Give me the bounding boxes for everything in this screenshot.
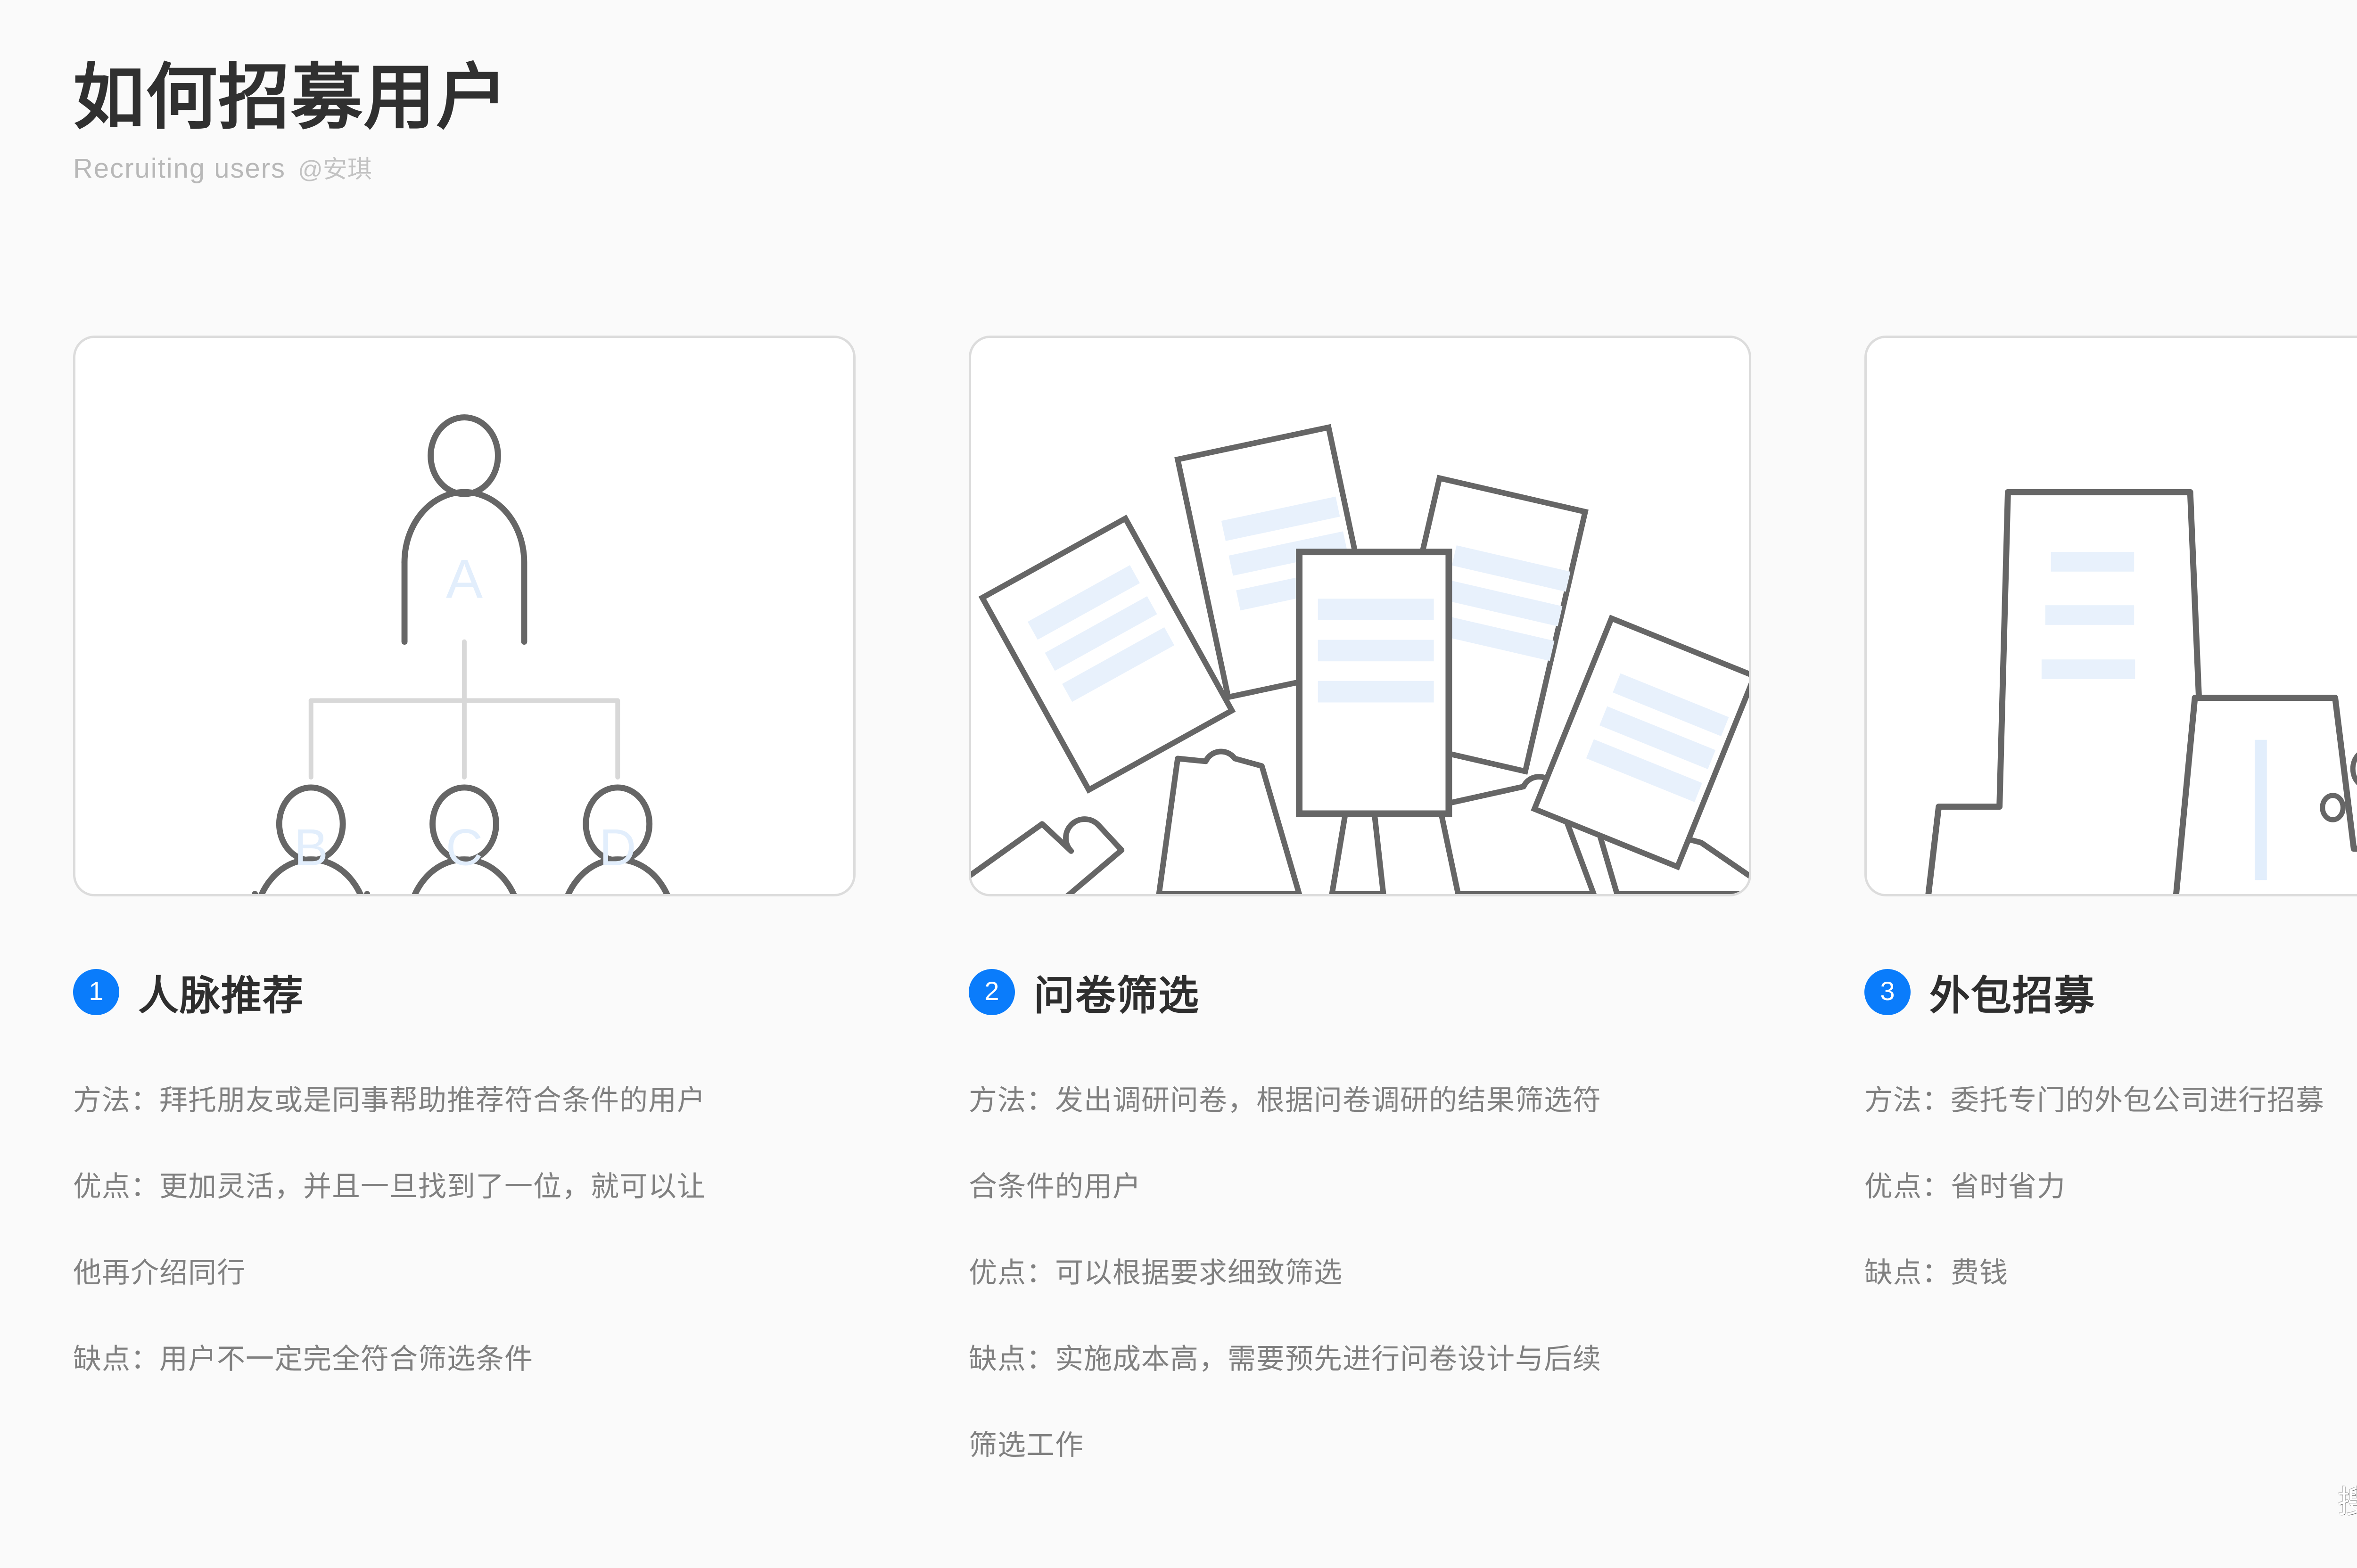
illustration-card-outsourced-recruiting: $: [1864, 336, 2357, 896]
step-badge-3: 3: [1864, 969, 1911, 1015]
body-line: 优点：更加灵活，并且一旦找到了一位，就可以让: [73, 1171, 706, 1202]
person-label-d: D: [599, 819, 636, 877]
hands-holding-questionnaires-illustration: [971, 424, 1749, 894]
subtitle-english: Recruiting users: [73, 153, 286, 184]
body-line: 优点：省时省力: [1864, 1171, 2066, 1202]
method-title-2: 问卷筛选: [1034, 973, 1200, 1018]
tree-connectors: [308, 639, 620, 780]
method-body-3: 方法：委托专门的外包公司进行招募 优点：省时省力 缺点：费钱: [1864, 1057, 2357, 1316]
method-column-1: A B: [73, 336, 856, 1488]
body-line: 优点：可以根据要求细致筛选: [969, 1257, 1343, 1289]
subtitle-author: @安琪: [298, 156, 372, 183]
method-heading-3: 3 外包招募: [1864, 962, 2357, 1021]
short-building-icon: [2173, 695, 2357, 894]
page-title: 如何招募用户: [73, 57, 509, 138]
method-column-3: $ 3 外包招募 方法：委托专门的外包公司进行招募 优点：省时省力 缺点：费钱: [1864, 336, 2357, 1488]
person-label-c: C: [446, 819, 483, 877]
step-badge-2: 2: [969, 969, 1015, 1015]
org-chart-people-illustration: A B: [252, 414, 670, 894]
tall-building-icon: [1925, 489, 2208, 894]
method-heading-1: 1 人脉推荐: [73, 962, 856, 1021]
hand-paper-far-left: [971, 514, 1236, 894]
illustration-card-network-referral: A B: [73, 336, 856, 896]
illustration-card-questionnaire-screening: [969, 336, 1751, 896]
method-column-2: 2 问卷筛选 方法：发出调研问卷，根据问卷调研的结果筛选符 合条件的用户 优点：…: [969, 336, 1751, 1488]
body-line: 方法：委托专门的外包公司进行招募: [1864, 1084, 2324, 1116]
method-body-1: 方法：拜托朋友或是同事帮助推荐符合条件的用户 优点：更加灵活，并且一旦找到了一位…: [73, 1057, 856, 1402]
person-label-a: A: [446, 548, 483, 609]
body-line: 合条件的用户: [969, 1171, 1141, 1202]
body-line: 方法：发出调研问卷，根据问卷调研的结果筛选符: [969, 1084, 1601, 1116]
body-line: 他再介绍同行: [73, 1257, 246, 1289]
methods-columns: A B: [73, 336, 2357, 1488]
page-subtitle: Recruiting users @安琪: [73, 149, 509, 185]
thought-dot-small-icon: [2320, 793, 2346, 822]
page-header: 如何招募用户 Recruiting users @安琪: [73, 57, 509, 185]
hand-paper-center: [1296, 549, 1452, 894]
step-badge-1: 1: [73, 969, 119, 1015]
body-line: 缺点：费钱: [1864, 1257, 2008, 1289]
thought-dot-medium-icon: [2350, 752, 2357, 786]
method-title-1: 人脉推荐: [138, 973, 304, 1018]
body-line: 筛选工作: [969, 1429, 1084, 1461]
watermark: 搜狐号 @华之杰门窗: [2338, 1471, 2357, 1523]
person-label-b: B: [294, 819, 328, 877]
method-title-3: 外包招募: [1929, 973, 2095, 1018]
office-buildings-money-thought-illustration: $: [1925, 489, 2357, 894]
body-line: 缺点：用户不一定完全符合筛选条件: [73, 1343, 533, 1375]
body-line: 方法：拜托朋友或是同事帮助推荐符合条件的用户: [73, 1084, 706, 1116]
body-line: 缺点：实施成本高，需要预先进行问卷设计与后续: [969, 1343, 1601, 1375]
method-heading-2: 2 问卷筛选: [969, 962, 1751, 1021]
hand-paper-far-right: [1531, 615, 1749, 894]
watermark-prefix: 搜狐号: [2337, 1484, 2357, 1519]
method-body-2: 方法：发出调研问卷，根据问卷调研的结果筛选符 合条件的用户 优点：可以根据要求细…: [969, 1057, 1751, 1488]
